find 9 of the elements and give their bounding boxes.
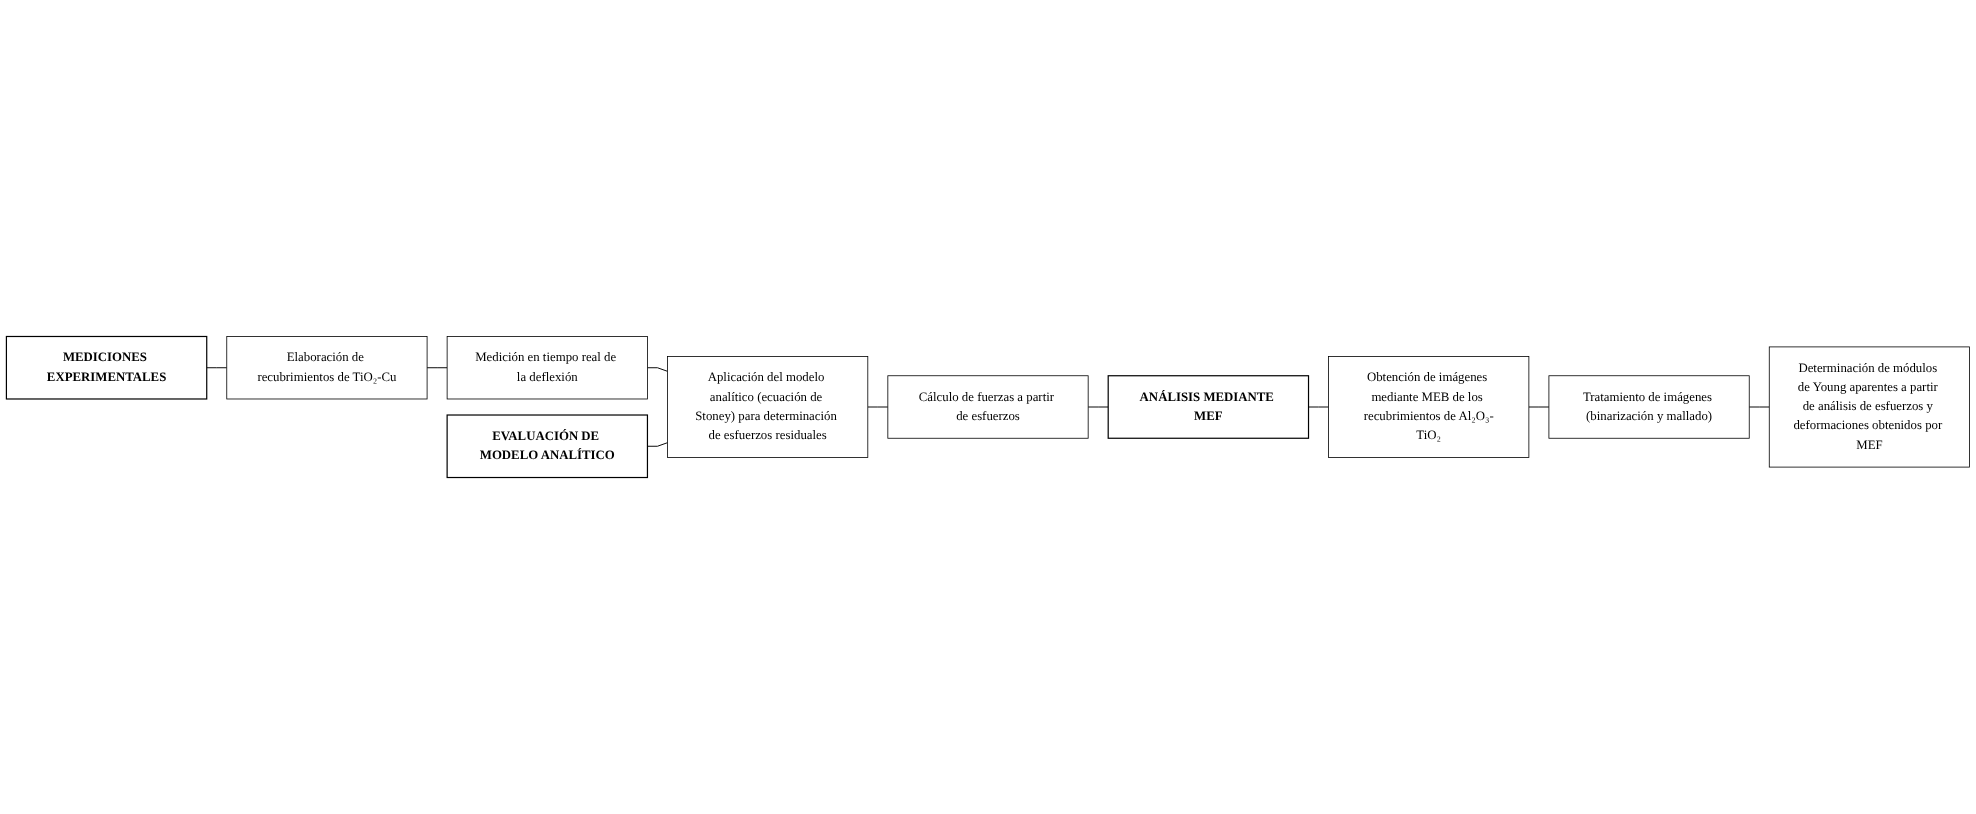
connector [646,367,668,372]
connector [1087,406,1109,408]
connector [646,442,668,447]
connector [206,367,228,369]
connector [426,367,448,369]
connector [1528,406,1550,408]
connector [867,406,889,408]
connector [1748,406,1770,408]
connector [1308,406,1330,408]
